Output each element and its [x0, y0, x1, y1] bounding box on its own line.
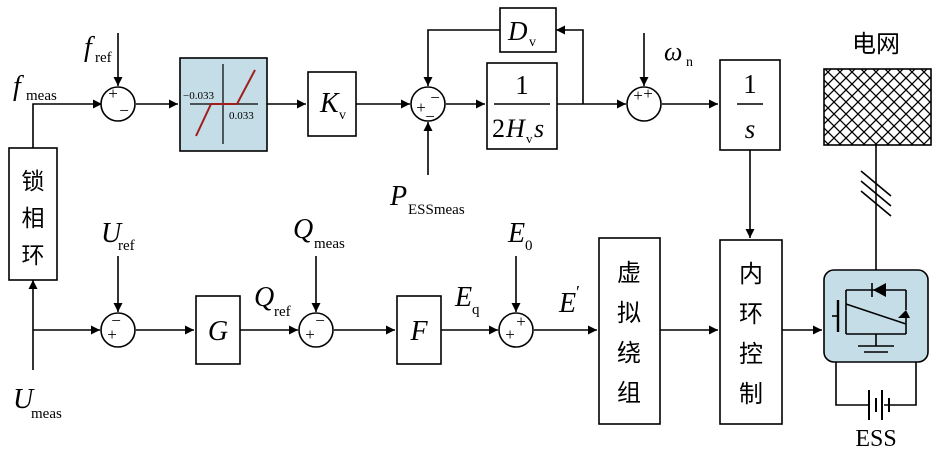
p-ess-main: P [389, 181, 407, 212]
g-label: G [208, 316, 228, 347]
battery-icon [868, 390, 890, 420]
deadband-block: −0.033 0.033 [179, 57, 268, 152]
inertia-block [486, 62, 558, 150]
inner-loop-char-3: 控 [739, 340, 763, 368]
pll-char-2: 相 [22, 206, 45, 232]
integrator-num: 1 [743, 69, 757, 99]
inertia-den-main: H [505, 114, 526, 143]
f-label: F [409, 316, 428, 347]
integrator-block [719, 59, 781, 151]
u-ref-main: U [101, 218, 123, 249]
inertia-den-sub: v [526, 131, 533, 146]
p-ess-sub: ESSmeas [408, 202, 465, 218]
kv-main: K [319, 88, 340, 119]
inertia-den-post: s [534, 114, 544, 143]
u-meas-main: U [13, 384, 35, 415]
f-meas-sub: meas [26, 88, 57, 104]
dv-sub: v [529, 35, 536, 50]
f-ref-sub: ref [95, 50, 112, 66]
dv-block [499, 7, 557, 53]
inertia-num: 1 [515, 70, 529, 100]
sum5-plus: + [305, 325, 315, 344]
pll-block [8, 147, 58, 281]
grid-hatch-icon [823, 68, 932, 146]
deadband-pos-label: 0.033 [229, 110, 254, 122]
sum2-plus: + [416, 98, 426, 117]
sum5-minus: − [315, 311, 325, 330]
sum-junction-2 [410, 86, 446, 122]
e-prime-mark: ′ [576, 282, 580, 302]
sum2-minus-bottom: − [425, 107, 435, 126]
converter-icon [823, 269, 929, 363]
q-ref-main: Q [254, 282, 274, 313]
sum3-plus-left: + [633, 86, 643, 105]
inertia-den-pre: 2 [492, 114, 505, 143]
omega-n-main: ω [664, 37, 682, 66]
ess-wire-right [884, 362, 917, 406]
sum-junction-6 [498, 312, 534, 348]
inner-loop-char-4: 制 [739, 380, 763, 408]
q-ref-sub: ref [274, 304, 291, 320]
feedback-to-dv-line [556, 25, 584, 104]
kv-block [307, 71, 357, 137]
sum-junction-3 [626, 86, 662, 122]
f-ref-main: f [84, 32, 95, 63]
sum1-minus: − [119, 101, 129, 120]
inner-loop-char-1: 内 [739, 260, 763, 288]
g-block [195, 295, 241, 365]
virtual-winding-char-3: 绕 [617, 339, 641, 367]
deadband-neg-label: −0.033 [183, 90, 214, 102]
grid-label: 电网 [852, 30, 900, 58]
sum-junction-5 [298, 312, 334, 348]
sum-junction-1 [100, 86, 136, 122]
pll-char-3: 环 [22, 243, 45, 269]
kv-sub: v [339, 108, 346, 123]
u-ref-sub: ref [118, 238, 135, 254]
virtual-winding-char-4: 组 [617, 379, 641, 407]
f-block [396, 295, 442, 365]
q-meas-main: Q [293, 214, 313, 245]
inner-loop-block [719, 239, 783, 425]
sum1-plus: + [108, 84, 118, 103]
sum6-plus-top: + [516, 312, 526, 331]
sum-junction-4 [100, 312, 136, 348]
omega-n-sub: n [686, 55, 693, 70]
eq-main: E [454, 282, 472, 313]
virtual-winding-char-1: 虚 [617, 259, 641, 287]
pll-char-1: 锁 [22, 169, 45, 195]
e-prime-main: E [558, 288, 576, 319]
integrator-den: s [745, 114, 756, 144]
inner-loop-char-2: 环 [739, 300, 763, 328]
three-phase-mark [860, 170, 892, 217]
sum4-plus: + [107, 325, 117, 344]
e0-main: E [507, 218, 525, 249]
dv-main: D [507, 16, 528, 46]
u-meas-sub: meas [31, 406, 62, 422]
sum3-plus-top: + [643, 84, 653, 103]
virtual-winding-block [598, 237, 661, 425]
ess-label: ESS [855, 426, 896, 452]
deadband-curve [195, 69, 256, 137]
e0-sub: 0 [525, 238, 533, 254]
q-meas-sub: meas [314, 236, 345, 252]
virtual-winding-char-2: 拟 [617, 299, 641, 327]
dv-to-sum2-line [423, 29, 500, 86]
ess-wire-left [835, 362, 869, 406]
sum6-plus-left: + [505, 325, 515, 344]
eq-sub: q [472, 302, 480, 318]
sum2-minus-top: − [430, 88, 440, 107]
f-meas-main: f [13, 71, 24, 102]
sum4-minus: − [111, 311, 121, 330]
f-meas-line [32, 99, 102, 148]
